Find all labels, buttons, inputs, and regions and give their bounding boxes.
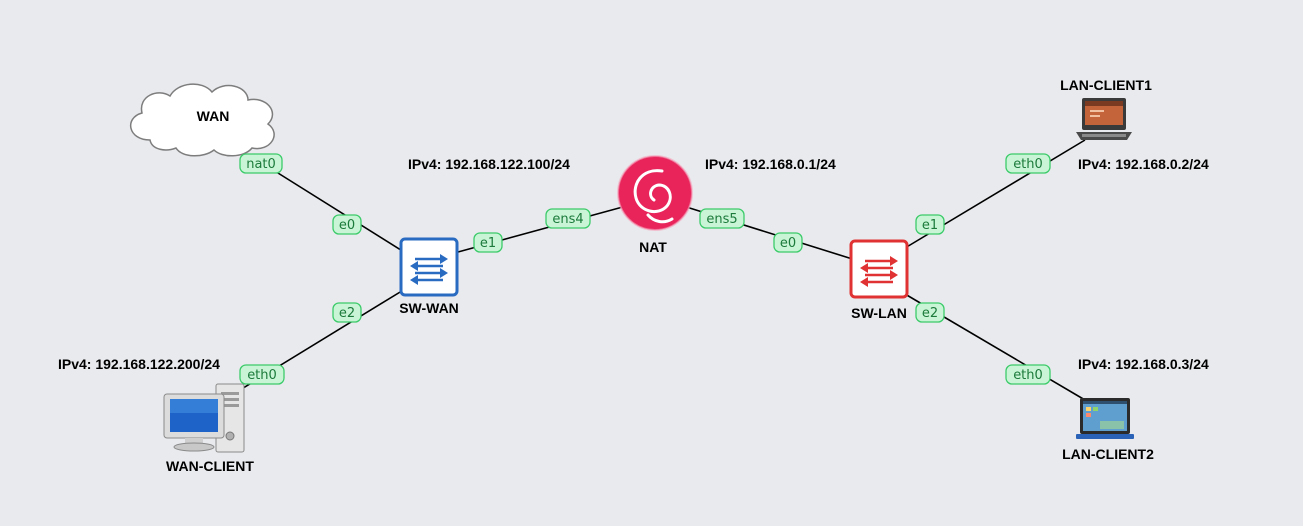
sw-wan-label: SW-WAN — [399, 300, 459, 316]
port-label: e1 — [480, 236, 496, 251]
port-badge-swwan-e1[interactable]: e1 — [473, 232, 503, 253]
debian-swirl-icon — [618, 156, 692, 230]
desktop-computer-icon — [1076, 98, 1132, 140]
lan-client1-label: LAN-CLIENT1 — [1060, 77, 1152, 93]
lan-client1-ip: IPv4: 192.168.0.2/24 — [1078, 156, 1209, 172]
port-label: e1 — [922, 218, 938, 233]
switch-arrows-icon — [860, 256, 898, 287]
port-badge-swwan-e2[interactable]: e2 — [332, 302, 362, 323]
port-label: eth0 — [1013, 368, 1043, 383]
laptop-icon — [1076, 398, 1134, 439]
wan-client-ip: IPv4: 192.168.122.200/24 — [58, 356, 220, 372]
port-label: e0 — [780, 236, 796, 251]
port-label: ens5 — [706, 212, 737, 227]
nat-label: NAT — [639, 239, 667, 255]
swirl-path — [633, 169, 674, 224]
sw-wan-node[interactable]: SW-WAN — [399, 237, 459, 316]
port-label: e2 — [339, 306, 355, 321]
link-wan-swwan[interactable] — [261, 162, 421, 263]
port-badge-swlan-e2[interactable]: e2 — [915, 302, 945, 323]
port-badge-wanclient-eth0[interactable]: eth0 — [239, 364, 285, 385]
port-label: e0 — [339, 218, 355, 233]
port-badge-lan2-eth0[interactable]: eth0 — [1005, 364, 1051, 385]
port-badge-nat-ens5[interactable]: ens5 — [699, 208, 745, 229]
nat-node[interactable]: NAT — [617, 155, 693, 255]
port-label: ens4 — [552, 212, 583, 227]
port-badge-swlan-e1[interactable]: e1 — [915, 214, 945, 235]
sw-lan-label: SW-LAN — [851, 305, 907, 321]
port-badge-wan-nat0[interactable]: nat0 — [239, 153, 283, 174]
lan-client2-label: LAN-CLIENT2 — [1062, 446, 1154, 462]
port-label: e2 — [922, 306, 938, 321]
wan-node[interactable]: WAN — [130, 83, 275, 157]
nat-wan-ip: IPv4: 192.168.122.100/24 — [408, 156, 570, 172]
port-badge-lan1-eth0[interactable]: eth0 — [1005, 153, 1051, 174]
port-badge-swlan-e0[interactable]: e0 — [773, 232, 803, 253]
workstation-icon — [163, 383, 245, 453]
switch-arrows-icon — [410, 254, 448, 285]
wan-client-node[interactable]: WAN-CLIENT — [163, 383, 254, 474]
port-badge-swwan-e0[interactable]: e0 — [332, 214, 362, 235]
lan-client2-node[interactable]: LAN-CLIENT2 — [1062, 398, 1154, 462]
port-label: eth0 — [247, 368, 277, 383]
wan-client-label: WAN-CLIENT — [166, 458, 254, 474]
sw-lan-node[interactable]: SW-LAN — [849, 239, 909, 321]
lan-client2-ip: IPv4: 192.168.0.3/24 — [1078, 356, 1209, 372]
port-badge-nat-ens4[interactable]: ens4 — [545, 208, 591, 229]
lan-client1-node[interactable]: LAN-CLIENT1 — [1060, 77, 1152, 140]
port-label: eth0 — [1013, 157, 1043, 172]
wan-label: WAN — [197, 108, 230, 124]
nat-lan-ip: IPv4: 192.168.0.1/24 — [705, 156, 836, 172]
cloud-icon — [130, 83, 275, 157]
port-label: nat0 — [246, 157, 276, 172]
